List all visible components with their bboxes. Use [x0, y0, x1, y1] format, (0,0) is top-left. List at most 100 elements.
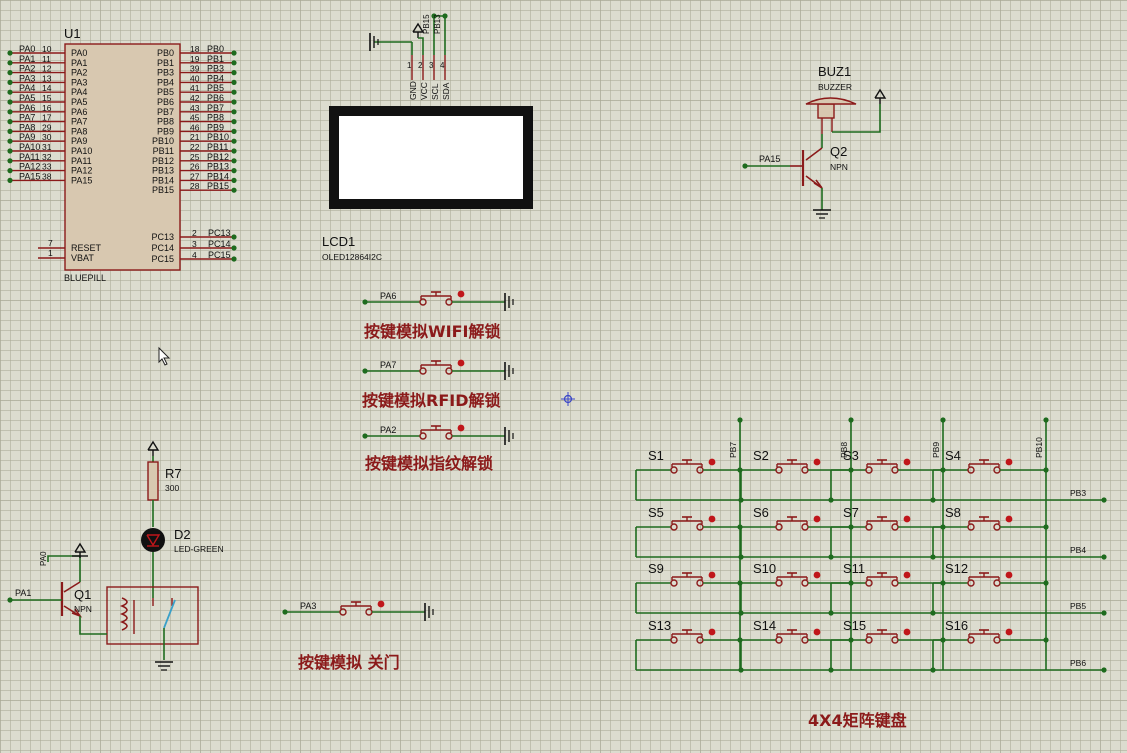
pin-number: 16: [42, 103, 52, 113]
net-label: PB10: [207, 132, 229, 142]
keypad-switch[interactable]: S11: [828, 561, 946, 616]
pin-number: 29: [42, 122, 52, 132]
keypad-switch[interactable]: S4: [930, 448, 1049, 503]
keypad-switch[interactable]: S10: [738, 561, 854, 616]
junction-dot: [742, 163, 748, 169]
pin-name: PA3: [71, 77, 87, 87]
mcu-name: BLUEPILL: [64, 273, 106, 283]
keypad-switch[interactable]: S7: [828, 505, 946, 560]
net-label: PB3: [207, 64, 224, 74]
net-label: PA6: [380, 291, 396, 301]
keypad-switch[interactable]: S15: [828, 618, 946, 673]
pin-end-dot: [231, 119, 237, 125]
pin-name: GND: [408, 81, 418, 100]
pin-end-dot: [231, 148, 237, 154]
pin-name: PB10: [152, 136, 174, 146]
keypad-switch[interactable]: S2: [738, 448, 854, 503]
junction-dot: [1043, 580, 1049, 586]
button-contact: [339, 608, 347, 616]
keypad-switch[interactable]: S12: [930, 561, 1049, 616]
keypad-switch[interactable]: S13: [635, 618, 743, 670]
net-label: PA6: [19, 103, 35, 113]
junction-dot: [1043, 524, 1049, 530]
net-label: PB0: [207, 44, 224, 54]
pin-end-dot: [231, 89, 237, 95]
button-contact: [775, 523, 783, 531]
pin-name: PB6: [157, 97, 174, 107]
button-contact: [993, 579, 1001, 587]
net-label: PB4: [207, 73, 224, 83]
editor-overlay: [158, 346, 575, 406]
button-contact: [993, 466, 1001, 474]
keypad-switch[interactable]: S16: [930, 618, 1049, 673]
keypad-switch[interactable]: S5: [635, 505, 743, 557]
keypad-switch[interactable]: S6: [738, 505, 854, 560]
keypad-switch[interactable]: S3: [828, 448, 946, 503]
pin-end-dot: [7, 79, 13, 85]
keypad-switch[interactable]: S1: [635, 448, 743, 500]
pin-end-dot: [231, 70, 237, 76]
net-label: PB15: [207, 181, 229, 191]
pin-name: PB14: [152, 175, 174, 185]
relay-coil: [119, 597, 128, 631]
switch-ref: S14: [753, 618, 776, 633]
power-arrow: [147, 440, 160, 456]
switch-ref: S12: [945, 561, 968, 576]
push-button: [865, 571, 911, 587]
pin-number: 18: [190, 44, 200, 54]
keypad-switch[interactable]: S14: [738, 618, 854, 673]
keypad-switch[interactable]: S9: [635, 561, 743, 613]
pin-number: 39: [190, 64, 200, 74]
junction-dot: [1101, 610, 1107, 616]
push-button: [339, 600, 385, 616]
junction-dot: [930, 667, 936, 673]
net-label: PA2: [19, 64, 35, 74]
keypad-switch[interactable]: S8: [930, 505, 1049, 560]
transistor-ref: Q1: [74, 587, 91, 602]
